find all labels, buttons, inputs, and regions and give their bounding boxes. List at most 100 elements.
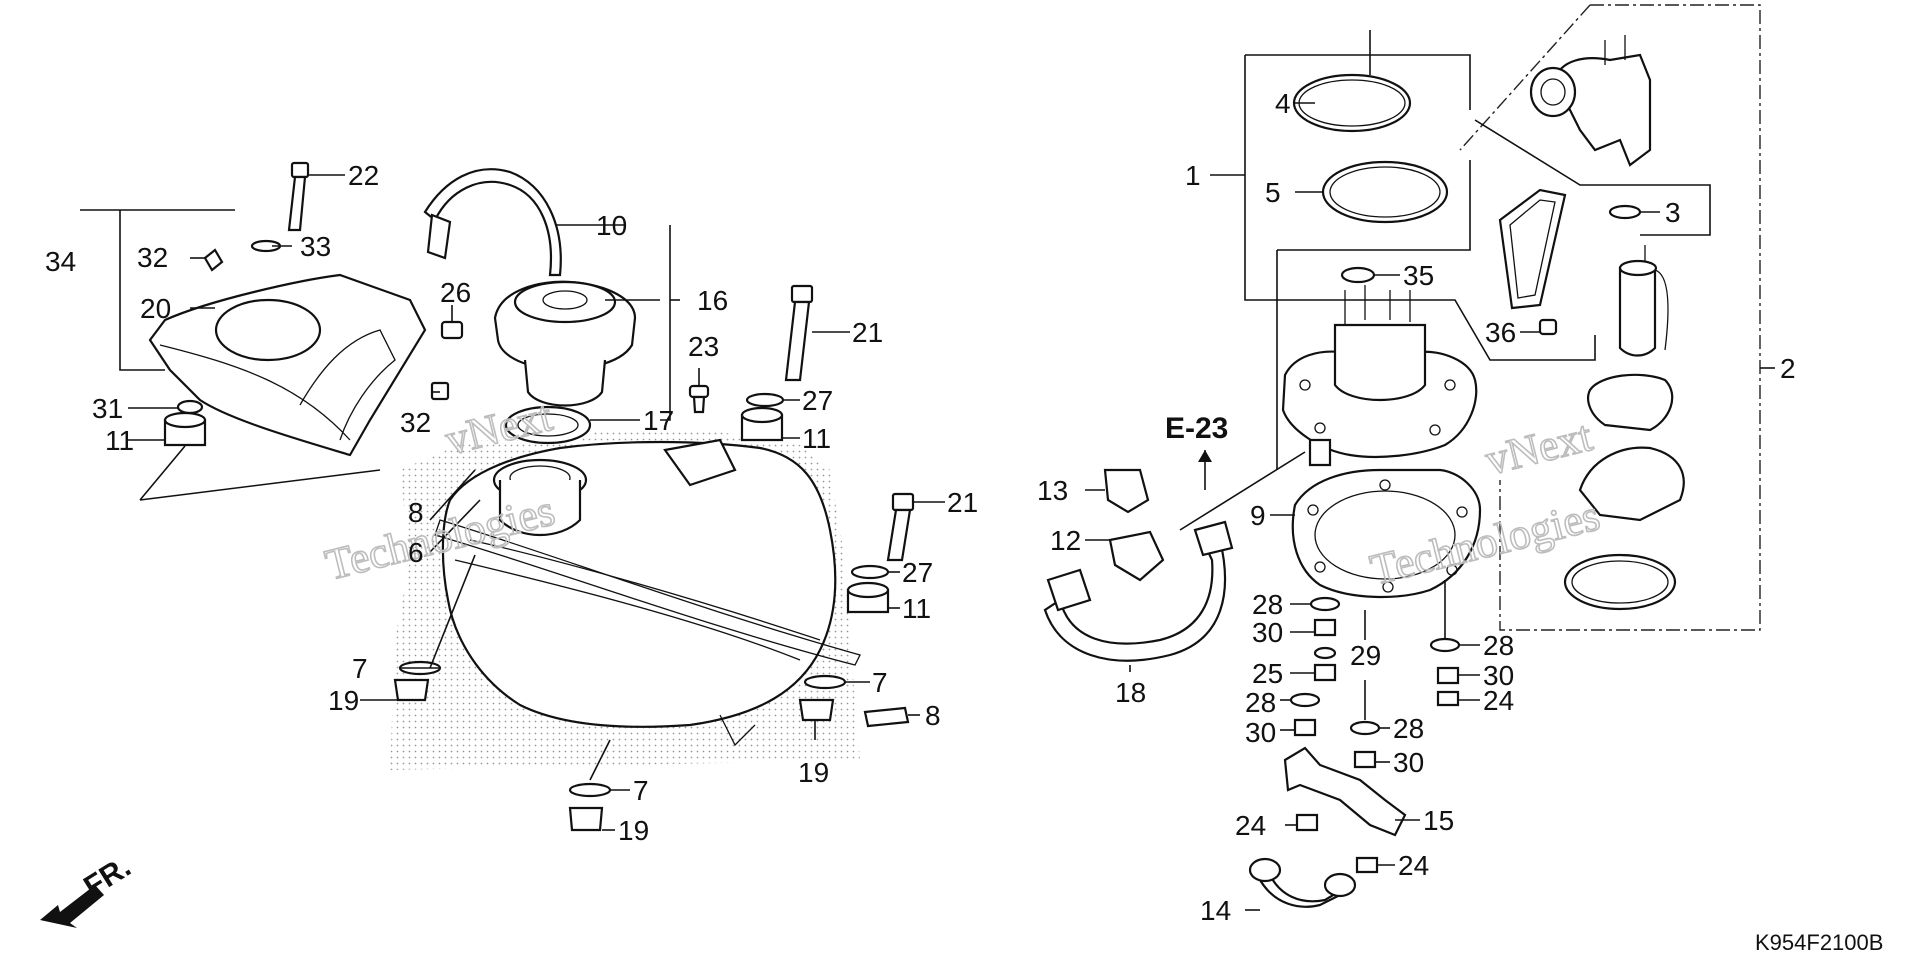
breather-tube <box>423 168 562 277</box>
callout: 15 <box>1423 805 1454 836</box>
cover-opening <box>214 298 322 362</box>
tube-end <box>426 213 452 260</box>
tank-contour-2 <box>454 559 801 661</box>
callout: 17 <box>643 405 674 436</box>
strainer-36 <box>1498 188 1567 336</box>
pump-outlet <box>1308 438 1332 467</box>
callout: 32 <box>400 407 431 438</box>
bolt-23 <box>688 384 710 414</box>
callout: 2 <box>1780 353 1796 384</box>
bracket-15 <box>1283 746 1407 837</box>
gasket-17 <box>504 405 592 445</box>
collar-19-bottom <box>568 806 604 832</box>
callout: 21 <box>947 487 978 518</box>
tank-flange <box>434 519 861 666</box>
watermark-3: vNext <box>1481 411 1597 485</box>
callout: 27 <box>802 385 833 416</box>
callout: 4 <box>1275 88 1291 119</box>
clip-12 <box>1108 530 1165 582</box>
hose-joint-right <box>1193 520 1234 557</box>
front-arrow-icon: FR. <box>40 850 137 928</box>
clip-32-upper <box>203 248 224 272</box>
callout: 7 <box>633 775 649 806</box>
bolt-21-upper <box>784 284 814 382</box>
pump-holder <box>1587 373 1674 432</box>
bolt-21-lower <box>886 492 915 562</box>
callout: 11 <box>802 423 831 454</box>
tank-contour-1 <box>469 539 821 641</box>
fuel-cap <box>493 280 637 407</box>
callout: 26 <box>440 277 471 308</box>
callout: 32 <box>137 242 168 273</box>
callout: 13 <box>1037 475 1068 506</box>
callout: 19 <box>618 815 649 846</box>
drawing-code: K954F2100B <box>1755 930 1883 955</box>
hose-joint-left <box>1046 568 1092 612</box>
washer-27-upper <box>745 392 785 408</box>
callout: 28 <box>1483 630 1514 661</box>
callout: 28 <box>1245 687 1276 718</box>
washer-35 <box>1340 266 1376 284</box>
callout: 7 <box>872 667 888 698</box>
pump-motor <box>1618 245 1669 357</box>
callout: 18 <box>1115 677 1146 708</box>
o-ring-3 <box>1608 204 1642 220</box>
fuel-pump-group <box>1043 4 1775 911</box>
set-plate-5 <box>1321 160 1449 224</box>
ref-arrow-icon <box>1198 450 1212 462</box>
callout: 30 <box>1483 660 1514 691</box>
callout: 14 <box>1200 895 1231 926</box>
clip-32-lower <box>430 381 450 401</box>
washer-7-bottom <box>568 782 612 798</box>
leader-lines-right <box>1085 30 1775 911</box>
callout: 30 <box>1245 717 1276 748</box>
callout: 35 <box>1403 260 1434 291</box>
frame-1 <box>1244 54 1596 361</box>
callout: 24 <box>1235 810 1266 841</box>
seal-ring <box>1563 553 1677 611</box>
tank-top-bracket <box>663 438 737 487</box>
leader-lines-left <box>80 174 945 831</box>
collar-19-left <box>393 678 430 702</box>
callout: 25 <box>1252 658 1283 689</box>
callout: 16 <box>697 285 728 316</box>
callout: 11 <box>902 593 931 624</box>
callout: 28 <box>1252 589 1283 620</box>
callout: 29 <box>1350 640 1381 671</box>
section-ref: E-23 <box>1165 412 1228 445</box>
pin-8-right <box>863 706 910 728</box>
tank-neck-body <box>498 480 582 537</box>
washer-7-right <box>803 674 847 690</box>
callout: 24 <box>1483 685 1514 716</box>
callout: 30 <box>1252 617 1283 648</box>
pump-assembly <box>1529 35 1652 167</box>
frame-2 <box>1459 4 1761 631</box>
callout: 5 <box>1265 177 1281 208</box>
callout: 19 <box>798 757 829 788</box>
callout: 27 <box>902 557 933 588</box>
callout: 20 <box>140 293 171 324</box>
callout: 31 <box>92 393 123 424</box>
callout: 7 <box>352 653 368 684</box>
fuel-tank-group <box>80 161 945 832</box>
clip-13 <box>1103 468 1150 514</box>
callout: 8 <box>408 497 424 528</box>
bolt-22 <box>287 161 310 232</box>
callout: 6 <box>408 537 424 568</box>
callout: 28 <box>1393 713 1424 744</box>
callout: 30 <box>1393 747 1424 778</box>
callout: 9 <box>1250 500 1266 531</box>
callout: 33 <box>300 231 331 262</box>
pump-cup <box>1333 323 1427 401</box>
callout: 36 <box>1485 317 1516 348</box>
pump-housing <box>1578 446 1685 522</box>
o-ring-4 <box>1292 73 1412 133</box>
callout: 1 <box>1185 160 1201 191</box>
callout: 19 <box>328 685 359 716</box>
callout: 34 <box>45 246 76 277</box>
callout: 24 <box>1398 850 1429 881</box>
callout: 12 <box>1050 525 1081 556</box>
clip-26 <box>440 320 464 340</box>
callout: 22 <box>348 160 379 191</box>
callout: 8 <box>925 700 941 731</box>
